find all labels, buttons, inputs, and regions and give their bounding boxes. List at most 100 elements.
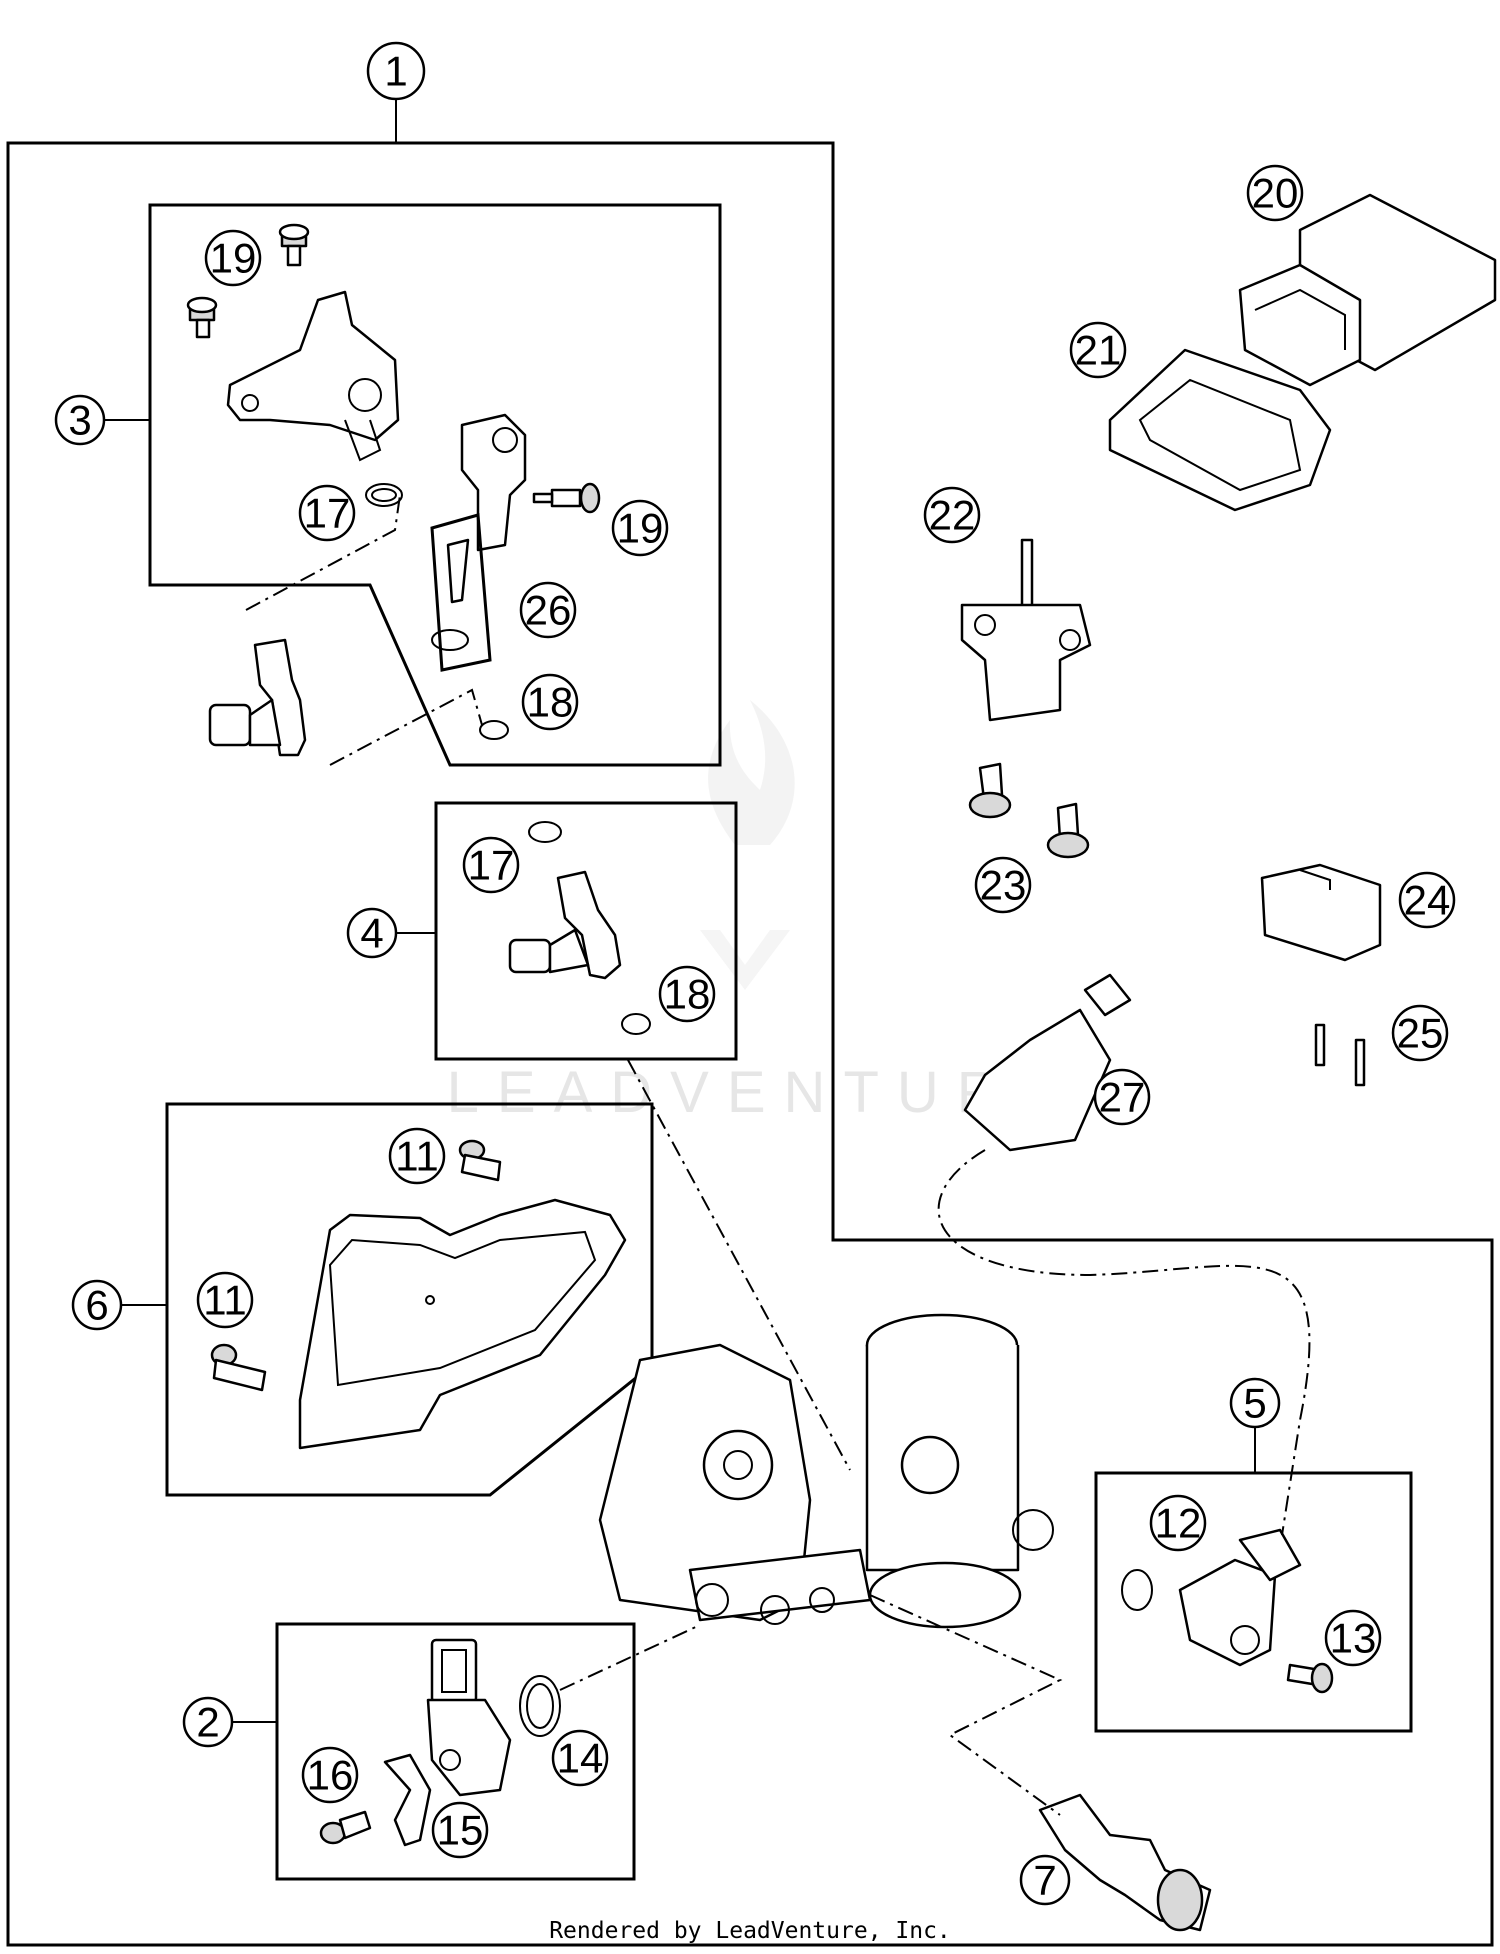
group-5-box	[1094, 1471, 1413, 1733]
callout-22: 22	[923, 486, 981, 544]
svg-text:3: 3	[68, 397, 91, 444]
screw-19-right	[532, 482, 601, 514]
screw-16-part	[319, 1810, 372, 1845]
screw-11-left	[210, 1343, 267, 1392]
svg-text:20: 20	[1252, 170, 1299, 217]
svg-text:16: 16	[307, 1752, 354, 1799]
svg-text:24: 24	[1404, 877, 1451, 924]
fuel-manifold-part	[226, 290, 400, 462]
svg-text:14: 14	[557, 1735, 604, 1782]
o-ring-18-mid	[621, 1013, 651, 1035]
svg-text:19: 19	[617, 505, 664, 552]
bracket-15-part	[383, 1753, 432, 1847]
injector-4-part	[508, 870, 622, 980]
svg-text:17: 17	[468, 842, 515, 889]
watermark-text: LEADVENTURE	[447, 1060, 1074, 1125]
o-ring-14-part	[519, 1675, 561, 1737]
svg-text:25: 25	[1397, 1010, 1444, 1057]
cable-27	[937, 1149, 1311, 1536]
sensor-27-part	[963, 973, 1132, 1152]
callout-12: 12	[1149, 1494, 1207, 1552]
pin-25b-part	[1354, 1038, 1366, 1087]
svg-text:18: 18	[664, 971, 711, 1018]
o-ring-18-top	[479, 720, 509, 740]
svg-text:4: 4	[360, 910, 383, 957]
callout-27: 27	[1093, 1068, 1151, 1126]
pin-25a-part	[1314, 1023, 1326, 1067]
callout-15: 15	[431, 1801, 489, 1859]
callout-20: 20	[1246, 164, 1304, 222]
callout-18a: 18	[521, 673, 579, 731]
footer-text: Rendered by LeadVenture, Inc.	[549, 1918, 951, 1944]
group-4-box	[434, 801, 738, 1061]
callout-24: 24	[1398, 871, 1456, 929]
sensor-5-part	[1178, 1528, 1302, 1667]
relay-24-part	[1260, 863, 1382, 962]
group-3-box	[148, 203, 722, 767]
svg-text:7: 7	[1033, 1857, 1056, 1904]
leader-dash-7	[869, 1594, 1063, 1816]
svg-text:6: 6	[85, 1282, 108, 1329]
svg-text:2: 2	[196, 1699, 219, 1746]
callout-26: 26	[519, 581, 577, 639]
watermark-logo	[700, 700, 795, 990]
svg-text:5: 5	[1243, 1380, 1266, 1427]
svg-text:26: 26	[525, 587, 572, 634]
throttle-body-part	[598, 1313, 1054, 1629]
o-ring-17-mid	[528, 821, 562, 843]
idle-valve-7-part	[1038, 1793, 1212, 1932]
svg-text:1: 1	[384, 48, 407, 95]
o-ring-12-part	[1121, 1569, 1153, 1611]
svg-text:15: 15	[437, 1807, 484, 1854]
svg-text:17: 17	[304, 490, 351, 537]
svg-text:12: 12	[1155, 1500, 1202, 1547]
screw-13-part	[1286, 1662, 1334, 1694]
sensor-22-part	[960, 538, 1092, 722]
screw-19-left	[186, 296, 218, 339]
leader-dash-3a	[245, 494, 401, 611]
callout-4: 4	[346, 907, 398, 959]
screw-23b-part	[1046, 802, 1090, 859]
callout-19a: 19	[204, 229, 262, 287]
callout-5: 5	[1229, 1377, 1281, 1429]
svg-text:18: 18	[527, 679, 574, 726]
leader-dash-3b	[329, 688, 483, 766]
screw-23a-part	[968, 762, 1012, 819]
ecu-20-part	[1238, 193, 1497, 387]
group-2-box	[275, 1622, 636, 1881]
o-ring-17-top	[365, 483, 403, 507]
callout-14: 14	[551, 1729, 609, 1787]
injector-3-part	[208, 638, 307, 757]
sensor-2-part	[426, 1638, 512, 1797]
callout-6: 6	[71, 1279, 123, 1331]
assembly-1-frame	[6, 141, 1494, 1947]
svg-text:13: 13	[1330, 1615, 1377, 1662]
callout-23: 23	[974, 856, 1032, 914]
group-6-box	[165, 1102, 654, 1497]
throttle-cover-6-part	[298, 1198, 627, 1450]
callout-7: 7	[1019, 1854, 1071, 1906]
callout-11a: 11	[388, 1127, 446, 1185]
svg-text:19: 19	[210, 235, 257, 282]
leader-dash-4	[627, 1059, 851, 1471]
svg-text:22: 22	[929, 492, 976, 539]
svg-text:23: 23	[980, 862, 1027, 909]
callout-25: 25	[1391, 1004, 1449, 1062]
screw-19-top	[278, 223, 310, 267]
callout-16: 16	[301, 1746, 359, 1804]
callout-11b: 11	[196, 1271, 254, 1329]
callout-2: 2	[182, 1696, 234, 1748]
callout-17a: 17	[298, 484, 356, 542]
svg-text:27: 27	[1099, 1074, 1146, 1121]
svg-text:11: 11	[395, 1133, 439, 1180]
callout-18b: 18	[658, 965, 716, 1023]
svg-text:21: 21	[1075, 327, 1122, 374]
fuel-fitting-part	[460, 413, 527, 552]
svg-text:11: 11	[203, 1277, 247, 1324]
screw-11-top	[458, 1139, 502, 1182]
callout-13: 13	[1324, 1609, 1382, 1667]
callout-17b: 17	[462, 836, 520, 894]
callout-21: 21	[1069, 321, 1127, 379]
filter-kit-26-part	[430, 513, 492, 672]
